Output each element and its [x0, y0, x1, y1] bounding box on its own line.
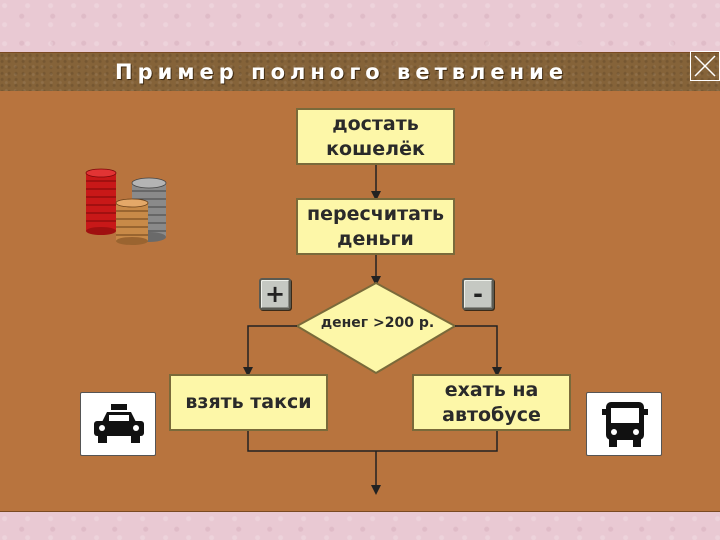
bus-sign — [586, 392, 662, 456]
step-count-money: пересчитать деньги — [296, 198, 455, 255]
title-bar: Пример полного ветвление — [0, 51, 720, 91]
yes-branch-line — [243, 325, 297, 377]
coin-stacks-icon — [85, 168, 167, 245]
slide-window: Пример полного ветвление достать кошелёк… — [0, 51, 720, 511]
no-branch-line — [455, 325, 502, 377]
condition-diamond — [294, 281, 458, 375]
step-get-wallet: достать кошелёк — [296, 108, 455, 165]
condition-label: денег >200 р. — [320, 315, 435, 331]
minus-button[interactable]: - — [462, 278, 494, 310]
close-icon — [694, 55, 716, 77]
merge-line — [247, 431, 498, 452]
taxi-icon — [94, 404, 144, 443]
step-get-wallet-label: достать кошелёк — [326, 112, 425, 160]
red-coin-stack — [85, 168, 117, 235]
plus-button[interactable]: + — [259, 278, 291, 310]
step-count-money-label: пересчитать деньги — [307, 202, 444, 250]
step-take-bus: ехать на автобусе — [412, 374, 571, 431]
page-title: Пример полного ветвление — [115, 60, 569, 84]
taxi-sign — [80, 392, 156, 456]
copper-coin-stack — [115, 198, 149, 245]
step-take-taxi: взять такси — [169, 374, 328, 431]
step-take-taxi-label: взять такси — [185, 391, 312, 413]
flowchart-connectors — [243, 165, 502, 495]
bus-icon — [602, 402, 648, 447]
step-take-bus-label: ехать на автобусе — [442, 378, 541, 426]
